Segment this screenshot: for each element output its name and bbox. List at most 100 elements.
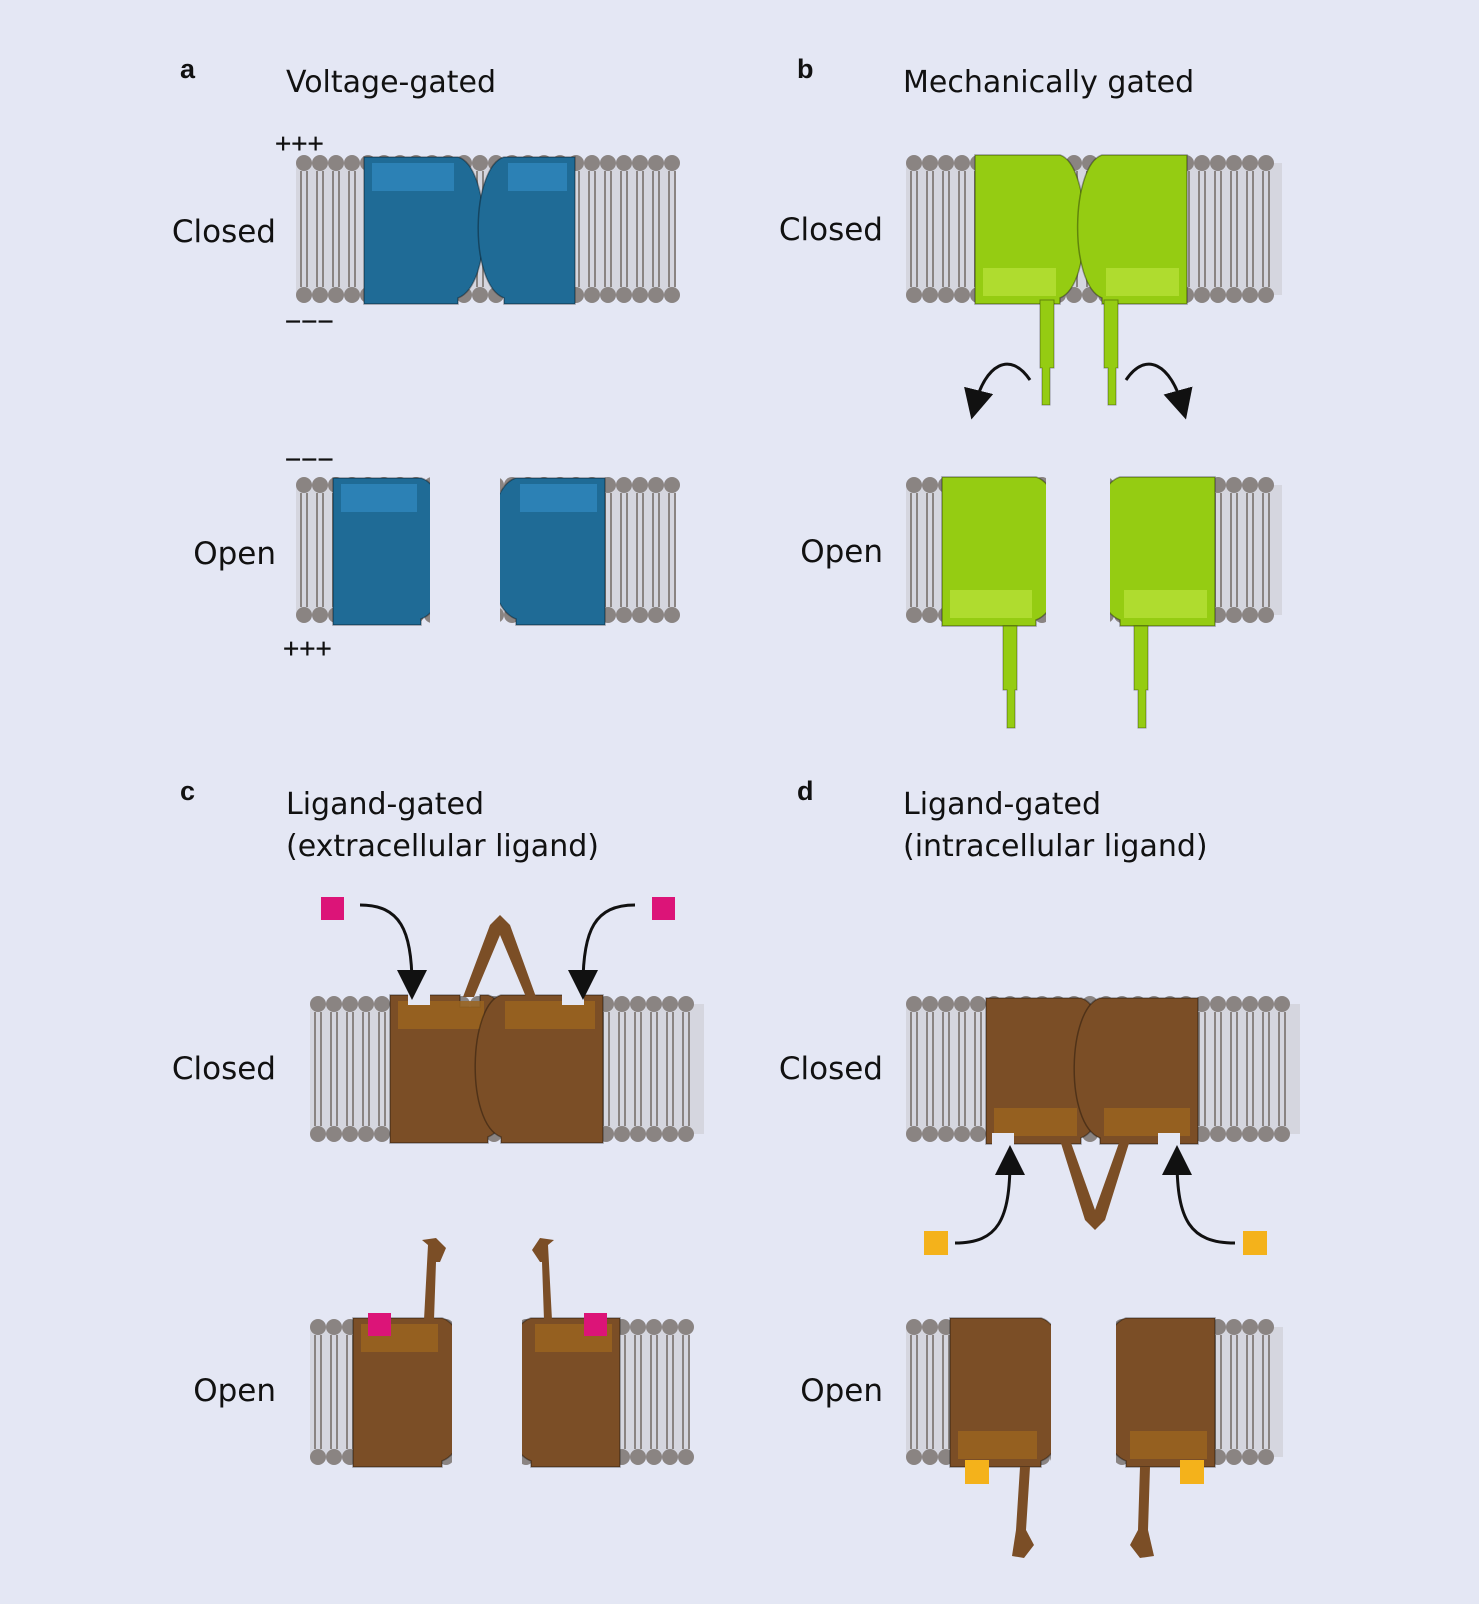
lipid-head [1258,477,1274,493]
lipid-head [296,477,312,493]
lipid-head [1258,155,1274,171]
panel-c-arrow-right [568,903,636,1000]
lipid-head [1242,1449,1258,1465]
lipid-head [632,287,648,303]
lipid-head [1210,155,1226,171]
subunit-body [1073,997,1199,1145]
lipid-head [678,996,694,1012]
lipid-head [664,607,680,623]
panel-c-closed-gate [463,915,536,997]
lipid-head [1258,287,1274,303]
panel-d-ligand-right [1243,1231,1267,1255]
lipid-head [648,607,664,623]
lipid-head [1210,287,1226,303]
lipid-head [938,155,954,171]
panel-a-letter: a [180,54,196,84]
lipid-head [1242,287,1258,303]
lipid-head [1242,607,1258,623]
panel-d-open-pore [1051,1310,1116,1475]
panel-c-title-line1: Ligand-gated [286,787,484,822]
lipid-head [312,477,328,493]
panel-c-open-ligand-left [368,1313,391,1336]
panel-d-letter: d [797,776,814,806]
lipid-head [1242,996,1258,1012]
panel-b-open-subunit-left [941,476,1064,627]
panel-d-closed-subunit-left [985,997,1108,1145]
lipid-head [938,287,954,303]
panel-d-ligand-left [924,1231,948,1255]
lipid-head [1258,1319,1274,1335]
panel-c-open-pore [452,1310,522,1475]
lipid-head [678,1319,694,1335]
lipid-head [954,1126,970,1142]
lipid-head [1066,287,1082,303]
lipid-head [310,1319,326,1335]
lipid-head [616,155,632,171]
panel-c-open-subunit-left [352,1317,470,1468]
subunit-highlight [1124,590,1207,618]
lipid-head [954,287,970,303]
lipid-head [584,155,600,171]
panel-d-title-line1: Ligand-gated [903,787,1101,822]
lipid-head [1226,1449,1242,1465]
lipid-head [326,1449,342,1465]
panel-d-open-ligand-left [965,1460,989,1484]
panel-d-open-subunit-right [1098,1317,1216,1468]
lipid-head [646,1449,662,1465]
lipid-head [312,607,328,623]
lipid-head [906,1319,922,1335]
lipid-head [922,1319,938,1335]
panel-c-open-gate-right [532,1238,554,1320]
lipid-head [344,155,360,171]
lipid-head [600,155,616,171]
lipid-head [1226,287,1242,303]
lipid-head [906,1126,922,1142]
lipid-head [310,996,326,1012]
lipid-head [358,996,374,1012]
subunit-highlight [958,1431,1037,1459]
panel-a-closed-subunit-left [363,156,485,305]
lipid-head [1242,1319,1258,1335]
lipid-head [632,477,648,493]
lipid-head [1226,477,1242,493]
lipid-head [342,996,358,1012]
panel-d-closed-binding-site-right [1158,1133,1180,1145]
panel-d-open-gate-left [1012,1467,1034,1558]
subunit-highlight [1104,1108,1190,1136]
panel-a-closed-label: Closed [172,214,276,250]
charge-open-top: −−− [285,444,334,475]
subunit-body [474,994,604,1144]
panel-a-open-label: Open [193,536,276,572]
lipid-head [664,155,680,171]
lipid-head [630,1126,646,1142]
lipid-head [938,1126,954,1142]
subunit-highlight [341,484,417,512]
panel-b-open-tether-right [1133,625,1149,729]
panel-b-closed-subunit-right [1076,154,1188,305]
subunit-highlight [950,590,1032,618]
panel-c-closed-binding-site-right [562,993,584,1005]
charge-closed-top: +++ [275,128,324,159]
panel-d-open-subunit-left [949,1317,1069,1468]
lipid-head [906,607,922,623]
panel-c-open-gate-left [422,1238,446,1320]
lipid-head [342,1126,358,1142]
panel-b-arrow-left [964,362,1032,420]
lipid-head [312,287,328,303]
lipid-head [1210,996,1226,1012]
lipid-head [614,1126,630,1142]
subunit-highlight [372,163,454,191]
panel-c-open-label: Open [193,1373,276,1409]
panel-d-closed-binding-site-left [992,1133,1014,1145]
lipid-head [374,996,390,1012]
lipid-head [1226,155,1242,171]
lipid-head [1226,996,1242,1012]
lipid-head [1258,1449,1274,1465]
panel-d-open-ligand-right [1180,1460,1204,1484]
lipid-head [922,1126,938,1142]
lipid-head [906,155,922,171]
lipid-head [632,155,648,171]
panel-c-ligand-left [321,897,344,920]
lipid-head [630,996,646,1012]
